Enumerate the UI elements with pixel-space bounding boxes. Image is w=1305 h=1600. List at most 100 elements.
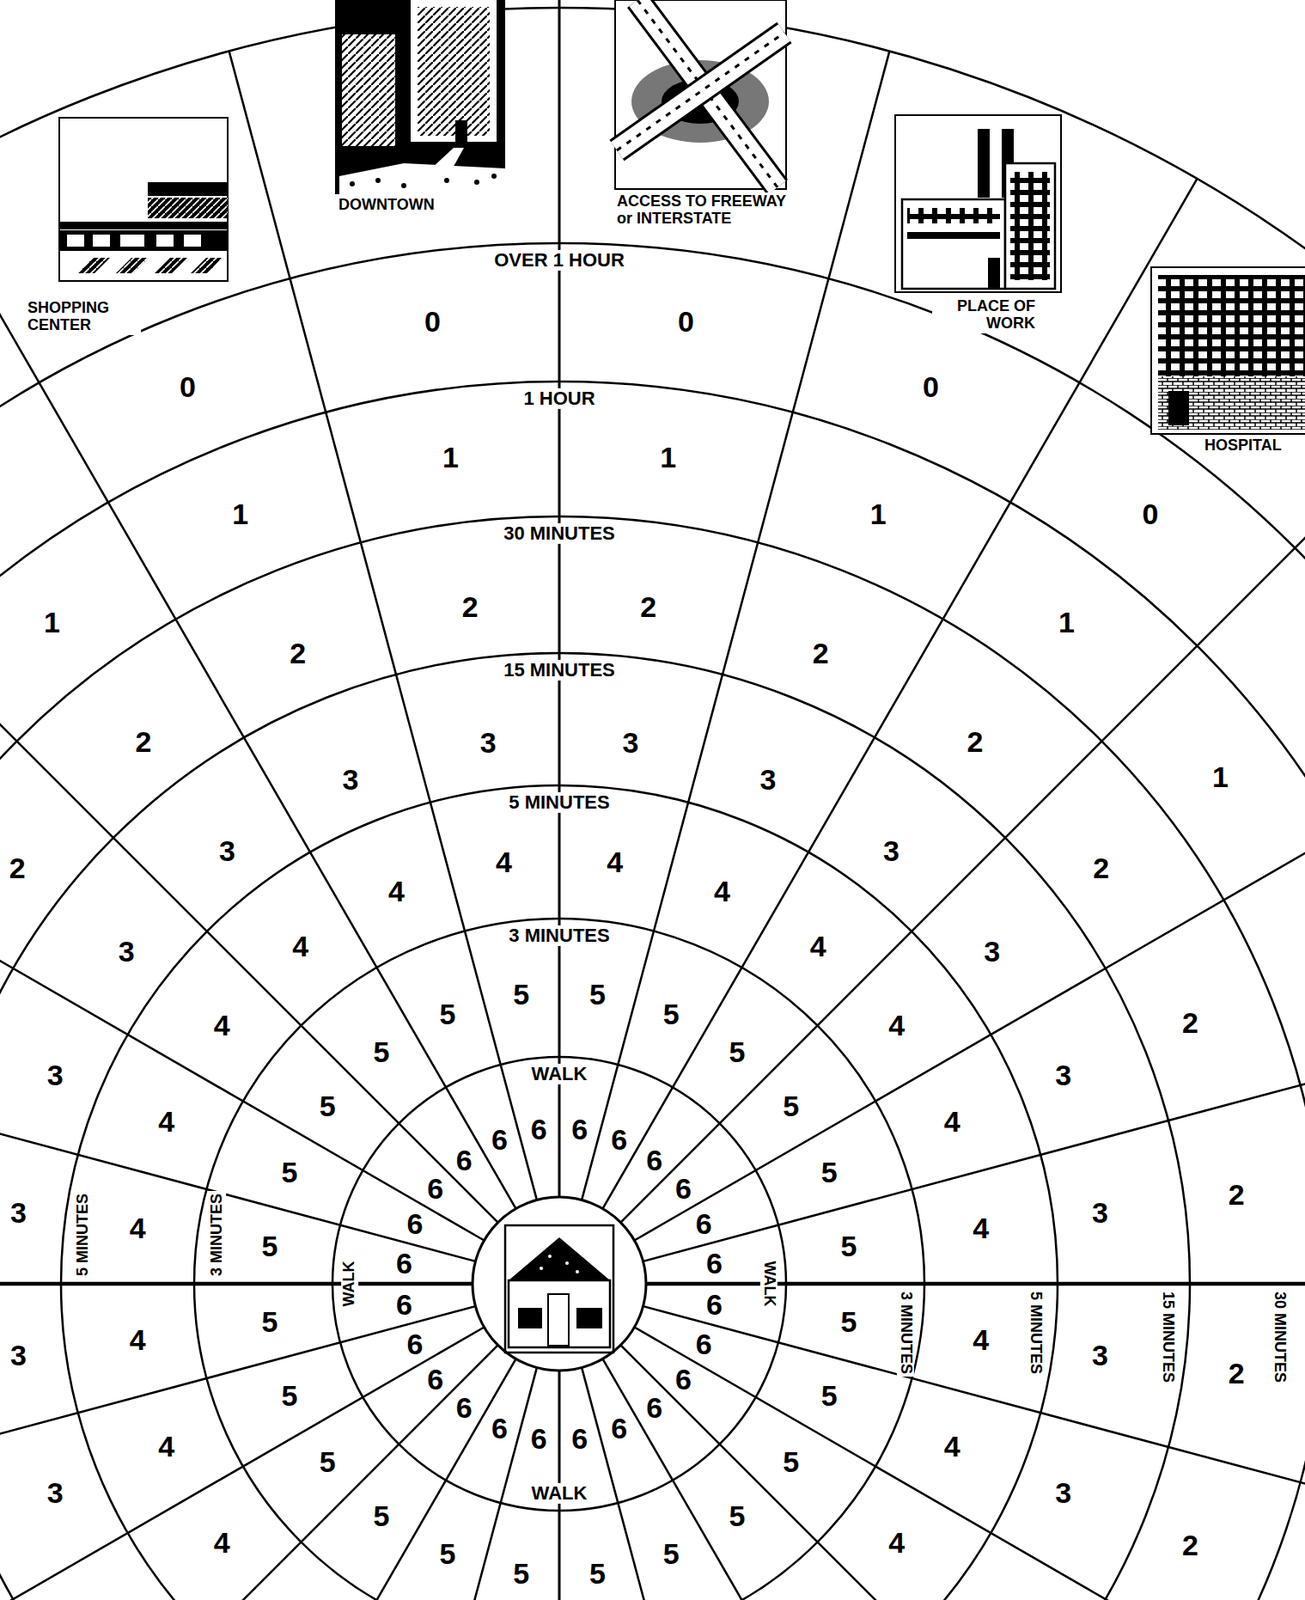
score-number: 5 <box>373 1500 391 1531</box>
score-number: 5 <box>439 1538 456 1568</box>
score-number: 5 <box>821 1380 838 1410</box>
score-number: 3 <box>622 727 639 757</box>
score-number: 5 <box>261 1231 278 1261</box>
score-number: 0 <box>677 306 695 336</box>
score-number: 3 <box>1091 1340 1109 1370</box>
score-number: 3 <box>480 727 497 757</box>
score-number: 2 <box>812 638 830 668</box>
score-number: 6 <box>695 1329 713 1359</box>
score-number: 6 <box>571 1423 588 1453</box>
freeway-picture <box>615 0 787 190</box>
score-number: 5 <box>589 979 606 1009</box>
destination-label: ACCESS TO FREEWAY or INTERSTATE <box>615 192 801 229</box>
score-number: 6 <box>456 1392 473 1422</box>
score-number: 5 <box>782 1446 799 1476</box>
shopping-center-picture <box>59 117 228 281</box>
score-number: 2 <box>1182 1530 1199 1560</box>
score-number: 1 <box>1212 762 1229 792</box>
time-ring-label: WALK <box>341 1258 359 1310</box>
score-number: 4 <box>129 1324 147 1354</box>
score-number: 6 <box>610 1124 628 1154</box>
score-number: 2 <box>9 853 26 883</box>
time-ring-label: 1 HOUR <box>519 388 598 409</box>
score-number: 6 <box>530 1423 548 1453</box>
score-number: 6 <box>406 1329 423 1359</box>
score-number: 3 <box>1054 1060 1072 1090</box>
score-number: 5 <box>280 1157 298 1187</box>
score-number: 6 <box>706 1248 723 1278</box>
score-number: 6 <box>706 1289 723 1319</box>
score-number: 2 <box>1228 1179 1245 1209</box>
score-number: 2 <box>289 638 306 668</box>
score-number: 4 <box>129 1213 147 1243</box>
score-number: 5 <box>729 1036 746 1067</box>
score-number: 5 <box>589 1558 606 1588</box>
score-number: 4 <box>158 1431 175 1461</box>
time-ring-label: 3 MINUTES <box>896 1288 915 1377</box>
destination-label: DOWNTOWN <box>336 195 513 215</box>
score-number: 6 <box>426 1364 444 1394</box>
score-number: 5 <box>841 1231 858 1261</box>
score-number: 2 <box>462 591 479 622</box>
score-number: 1 <box>231 499 249 529</box>
score-number: 4 <box>944 1431 961 1461</box>
time-ring-label: 5 MINUTES <box>1026 1288 1044 1377</box>
hospital-picture <box>1151 267 1305 434</box>
ring-lines <box>0 7 1305 1600</box>
score-number: 6 <box>646 1392 663 1422</box>
score-number: 5 <box>280 1380 298 1410</box>
score-number: 6 <box>396 1289 413 1319</box>
score-number: 4 <box>713 876 731 906</box>
score-number: 5 <box>439 999 456 1029</box>
downtown-picture <box>335 0 506 195</box>
score-number: 3 <box>10 1197 27 1227</box>
score-number: 4 <box>972 1213 989 1243</box>
score-number: 6 <box>426 1173 444 1203</box>
score-number: 5 <box>261 1306 278 1336</box>
score-number: 0 <box>179 371 196 402</box>
score-number: 4 <box>888 1010 905 1040</box>
score-number: 6 <box>530 1114 548 1144</box>
destination-label: PLACE OF WORK <box>932 297 1037 334</box>
score-number: 5 <box>782 1091 799 1121</box>
score-number: 5 <box>663 1538 680 1568</box>
score-number: 2 <box>1182 1007 1199 1037</box>
score-number: 6 <box>675 1364 692 1394</box>
score-number: 6 <box>646 1145 663 1175</box>
score-number: 5 <box>821 1157 838 1187</box>
time-ring-label: 5 MINUTES <box>74 1190 92 1279</box>
time-ring-label: 15 MINUTES <box>500 659 619 681</box>
score-number: 5 <box>373 1036 391 1067</box>
score-number: 5 <box>319 1091 336 1121</box>
score-number: 4 <box>213 1527 231 1557</box>
score-number: 4 <box>213 1010 231 1040</box>
score-number: 6 <box>396 1248 413 1278</box>
score-number: 6 <box>695 1208 713 1238</box>
score-number: 3 <box>118 936 135 966</box>
score-number: 2 <box>966 726 983 757</box>
score-number: 4 <box>158 1106 175 1136</box>
score-number: 6 <box>571 1114 588 1144</box>
score-number: 2 <box>1092 853 1110 883</box>
score-number: 6 <box>456 1145 473 1175</box>
score-number: 3 <box>10 1340 27 1370</box>
time-ring-label: 30 MINUTES <box>500 523 619 544</box>
score-number: 6 <box>675 1173 692 1203</box>
score-number: 3 <box>47 1477 64 1507</box>
score-number: 4 <box>495 847 513 877</box>
score-number: 5 <box>512 979 530 1009</box>
score-number: 0 <box>922 371 940 402</box>
score-number: 3 <box>760 764 777 794</box>
score-number: 4 <box>972 1324 989 1354</box>
destination-label: SHOPPING CENTER <box>25 298 141 336</box>
score-number: 4 <box>944 1106 961 1136</box>
score-number: 4 <box>292 931 309 961</box>
house-icon <box>472 1196 647 1371</box>
time-ring-label: OVER 1 HOUR <box>490 250 629 271</box>
score-number: 1 <box>1058 607 1075 637</box>
score-number: 3 <box>1054 1477 1072 1507</box>
time-ring-label: 15 MINUTES <box>1158 1288 1177 1385</box>
score-number: 5 <box>512 1558 530 1588</box>
